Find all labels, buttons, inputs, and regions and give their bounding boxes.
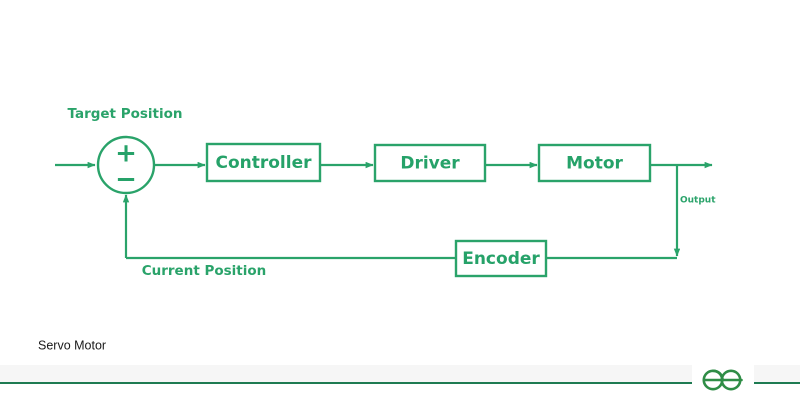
geeksforgeeks-logo[interactable]: [692, 360, 754, 400]
block-encoder[interactable]: [454, 239, 548, 278]
summing-junction: [96, 135, 156, 195]
block-controller[interactable]: [205, 142, 322, 183]
block-driver-label: Driver: [400, 154, 460, 174]
figure-caption: Servo Motor: [38, 338, 106, 352]
footer-band: [0, 365, 800, 383]
block-motor-label: Motor: [566, 154, 623, 174]
label-target-position: Target Position: [67, 106, 182, 122]
block-motor[interactable]: [537, 143, 652, 183]
block-encoder-label: Encoder: [462, 249, 540, 269]
summing-junction-plus-sign: +: [115, 139, 137, 169]
footer-rule: [0, 382, 800, 384]
gfg-logo-icon: [702, 369, 743, 391]
summing-junction-minus-sign: −: [115, 165, 137, 195]
label-output: Output: [680, 196, 716, 206]
label-current-position: Current Position: [142, 263, 267, 279]
block-driver[interactable]: [373, 143, 487, 183]
block-controller-label: Controller: [215, 153, 312, 173]
